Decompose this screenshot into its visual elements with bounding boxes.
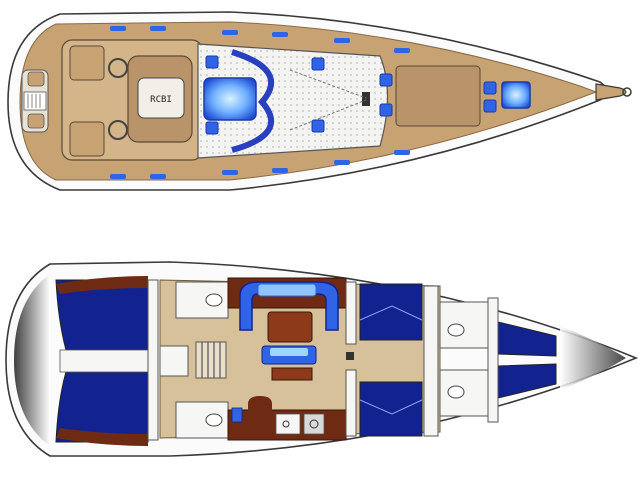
deck-hatch-icon [311,57,325,71]
aft-trim-bottom [56,428,148,446]
companionway-steps [195,341,227,379]
deck-hatch-icon [483,99,497,113]
portlight-icon [394,48,410,53]
bulkhead [345,369,357,437]
forward-head-port [439,301,489,349]
toilet-aft-starboard-icon [205,413,223,427]
helm-seat-port [69,45,105,81]
anchor-ring-icon [622,87,632,97]
bow-fade [560,326,626,390]
helm-seat-starboard [69,121,105,157]
portlight-icon [150,26,166,31]
saloon-footrest [271,367,313,381]
mid-cabin-starboard [359,381,423,437]
galley-sink [275,413,301,435]
toilet-forward-port-icon [447,323,465,337]
deck-hatch-icon [205,55,219,69]
transom-slats [27,94,41,108]
saloon-table [267,311,313,343]
console [137,77,185,119]
side-locker-port [159,345,189,377]
stern-locker-bottom [27,113,45,129]
deck-hatch-icon [483,81,497,95]
mid-cabin-fold-port [359,305,423,321]
stove-burner-icon-1 [282,420,290,428]
wheel-starboard-icon [108,120,128,140]
saloon-bench-cushion [270,348,308,356]
deck-hatches [205,55,497,135]
mid-cabin-port [359,283,423,341]
portlight-icon [222,30,238,35]
sprayhood [231,49,275,153]
main-hatch-icon [203,77,257,121]
interior-bulkheads [147,279,499,441]
nav-seat [248,396,272,420]
deck-hatch-icon [379,103,393,117]
transom-grill [23,91,47,111]
portlight-icon [110,26,126,31]
deck-portlights [110,26,410,179]
toilet-forward-starboard-icon [447,385,465,399]
bowsprit [595,83,627,101]
saloon-cushion-top [257,283,317,297]
bulkhead [147,279,159,441]
portlight-icon [110,174,126,179]
portlight-icon [272,32,288,37]
forward-hatch-icon [501,81,531,109]
deck-hatch-icon [311,119,325,133]
stove-burner-icon-2 [309,419,319,429]
bulkhead [423,285,439,437]
mast-step [289,69,370,131]
interior-plan [5,261,639,457]
aft-trim-top [56,276,148,294]
portlight-icon [394,150,410,155]
coachroof [197,43,389,159]
portlight-icon [334,160,350,165]
bulkhead [487,297,499,423]
foredeck-sunbed [395,65,481,127]
galley-stove [303,413,325,435]
deck-plan: RCBI [7,11,632,191]
stern-locker-top [27,71,45,87]
portlight-icon [272,168,288,173]
aft-divider [59,349,151,373]
portlight-icon [334,38,350,43]
stern-fade [14,274,50,446]
mid-cabin-fold-starboard [359,399,423,415]
deck-hatch-icon [379,73,393,87]
bulkhead [345,281,357,345]
wheel-port-icon [108,58,128,78]
nav-screen-icon [231,407,243,423]
mast-post [346,352,354,360]
deck-hatch-icon [205,121,219,135]
portlight-icon [150,174,166,179]
console-label: RCBI [150,95,172,105]
portlight-icon [222,170,238,175]
toilet-aft-port-icon [205,293,223,307]
